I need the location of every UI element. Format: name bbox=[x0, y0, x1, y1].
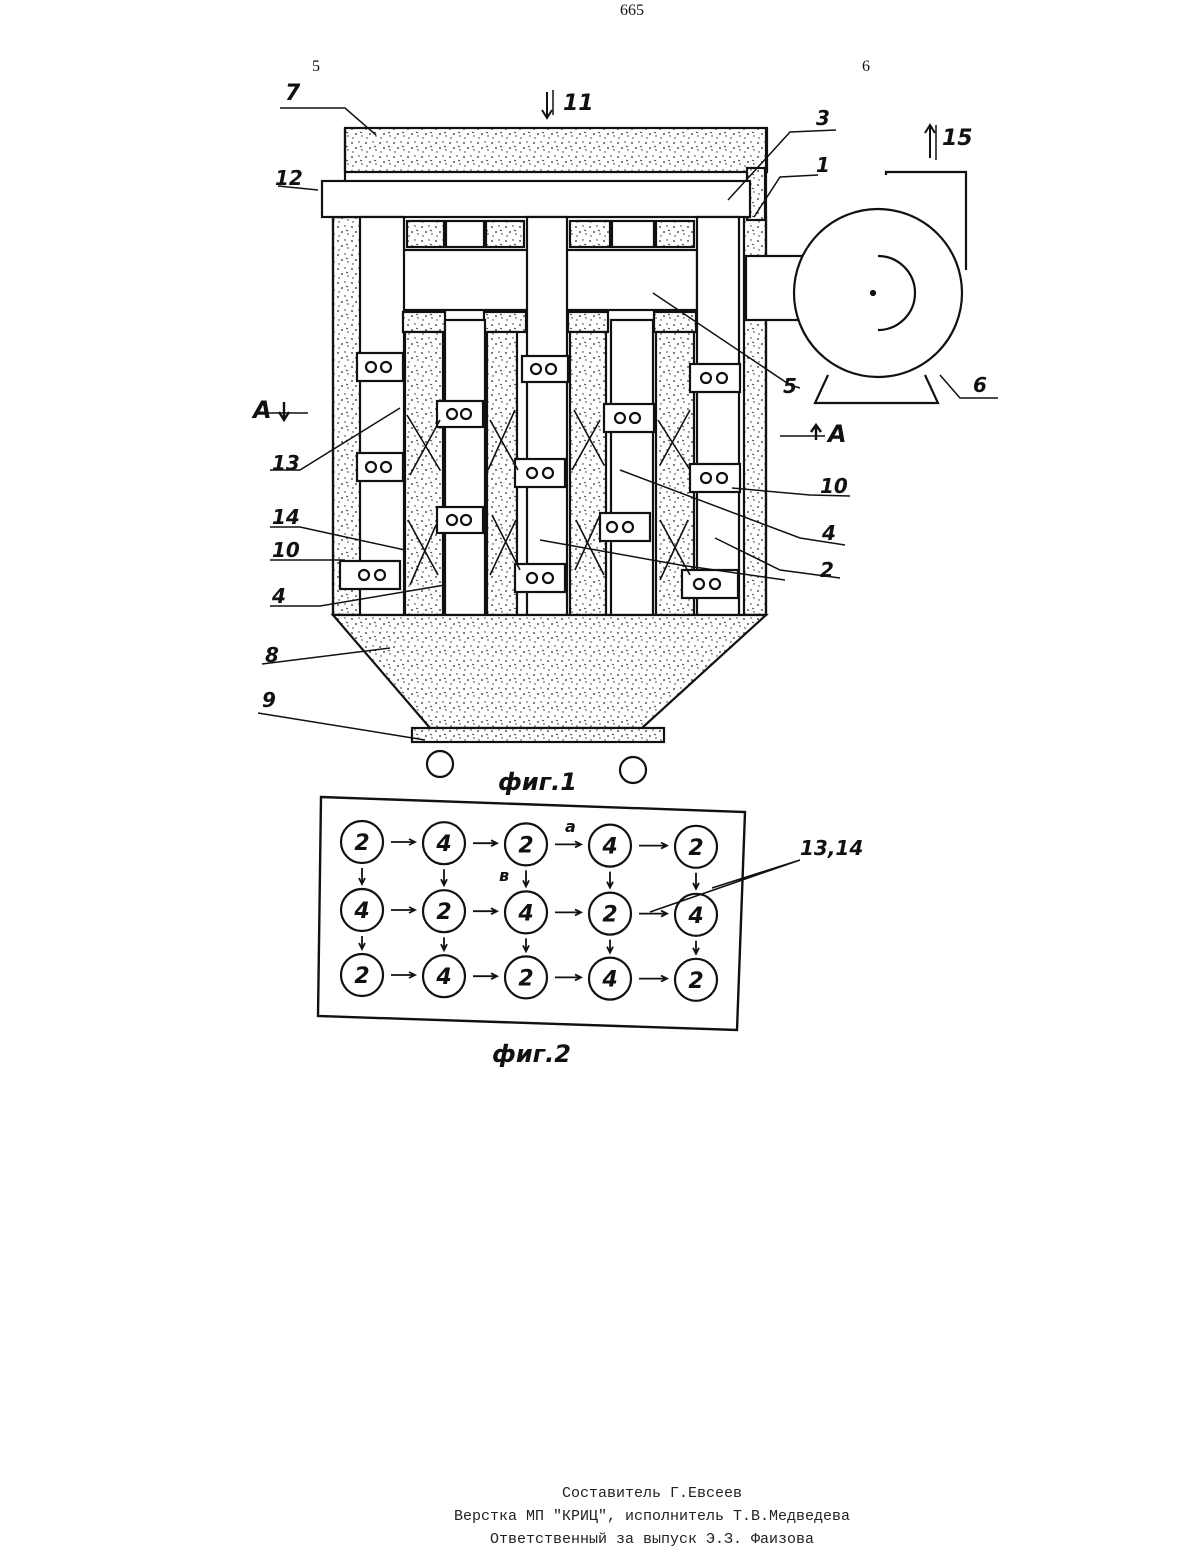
flow-arrow bbox=[555, 841, 581, 847]
cover-7 bbox=[345, 128, 767, 172]
label-b: в bbox=[499, 866, 509, 885]
label-10-right: 10 bbox=[820, 474, 848, 498]
flow-arrow bbox=[555, 909, 581, 915]
flow-arrow bbox=[441, 869, 447, 885]
figure-2: 2 4 2 4 2 4 2 4 2 4 2 4 2 4 2 a в 13,14 фиг.2 bbox=[318, 797, 863, 1068]
figure-1 bbox=[256, 90, 998, 783]
flow-arrow bbox=[523, 938, 529, 951]
grid-node-label: 4 bbox=[601, 968, 617, 993]
label-4-left: 4 bbox=[271, 584, 286, 608]
section-A-right: A bbox=[826, 420, 847, 448]
grid-node-label: 2 bbox=[688, 836, 703, 861]
flow-arrow bbox=[693, 873, 699, 889]
flow-arrow bbox=[555, 974, 581, 980]
flow-arrow bbox=[391, 972, 415, 978]
label-12: 12 bbox=[275, 166, 303, 190]
grid-node-label: 4 bbox=[517, 901, 533, 926]
label-4-right: 4 bbox=[821, 521, 836, 545]
channel-3 bbox=[322, 181, 750, 217]
label-15: 15 bbox=[942, 126, 973, 151]
flow-arrow bbox=[359, 868, 365, 884]
label-a: a bbox=[565, 817, 576, 836]
flow-arrow bbox=[607, 940, 613, 953]
responsible-line: Ответственный за выпуск Э.З. Фаизова bbox=[0, 1528, 1203, 1551]
flow-arrow bbox=[473, 908, 497, 914]
label-14: 14 bbox=[272, 505, 300, 529]
label-3: 3 bbox=[816, 106, 830, 130]
label-5: 5 bbox=[783, 374, 797, 398]
label-6: 6 bbox=[973, 373, 987, 397]
grid-node-label: 2 bbox=[436, 900, 451, 925]
conveyor-9 bbox=[412, 728, 664, 742]
figure-2-caption: фиг.2 bbox=[492, 1040, 571, 1068]
grid-node-label: 4 bbox=[435, 965, 451, 990]
label-11: 11 bbox=[563, 91, 594, 116]
fan-6 bbox=[794, 209, 962, 377]
grid-node-label: 4 bbox=[353, 899, 369, 924]
grid-node-label: 4 bbox=[687, 904, 703, 929]
flow-arrow bbox=[473, 973, 497, 979]
nozzle-grid: 2 4 2 4 2 4 2 4 2 4 2 4 2 4 2 bbox=[341, 821, 717, 1001]
flow-arrow bbox=[391, 839, 415, 845]
flow-arrow bbox=[391, 907, 415, 913]
label-13: 13 bbox=[272, 451, 300, 475]
label-13-14: 13,14 bbox=[800, 836, 863, 860]
hopper-8 bbox=[333, 615, 766, 728]
label-9: 9 bbox=[262, 688, 276, 712]
flow-arrow bbox=[639, 976, 667, 982]
grid-node-label: 4 bbox=[601, 835, 617, 860]
grid-node-label: 2 bbox=[518, 833, 533, 858]
imprint-footer: Составитель Г.Евсеев Верстка МП "КРИЦ", … bbox=[0, 1482, 1203, 1551]
grid-node-label: 2 bbox=[354, 831, 369, 856]
compiler-line: Составитель Г.Евсеев bbox=[0, 1482, 1203, 1505]
flow-arrow bbox=[607, 872, 613, 888]
grid-node-label: 2 bbox=[518, 966, 533, 991]
flow-arrow bbox=[473, 840, 497, 846]
label-2: 2 bbox=[820, 558, 834, 582]
flow-arrow bbox=[523, 870, 529, 886]
grid-node-label: 2 bbox=[354, 964, 369, 989]
flow-arrow bbox=[693, 941, 699, 954]
figure-1-caption: фиг.1 bbox=[498, 768, 577, 796]
grid-node-label: 4 bbox=[435, 832, 451, 857]
grid-node-label: 2 bbox=[602, 903, 617, 928]
layout-line: Верстка МП "КРИЦ", исполнитель Т.В.Медве… bbox=[0, 1505, 1203, 1528]
label-7: 7 bbox=[285, 81, 301, 106]
label-10-left: 10 bbox=[272, 538, 300, 562]
label-1: 1 bbox=[816, 153, 830, 177]
flow-arrow bbox=[441, 937, 447, 950]
flow-arrow bbox=[359, 936, 365, 949]
left-wall bbox=[333, 217, 363, 615]
flow-arrow bbox=[639, 843, 667, 849]
grid-node-label: 2 bbox=[688, 969, 703, 994]
label-8: 8 bbox=[265, 643, 279, 667]
section-A-left: A bbox=[251, 396, 272, 424]
